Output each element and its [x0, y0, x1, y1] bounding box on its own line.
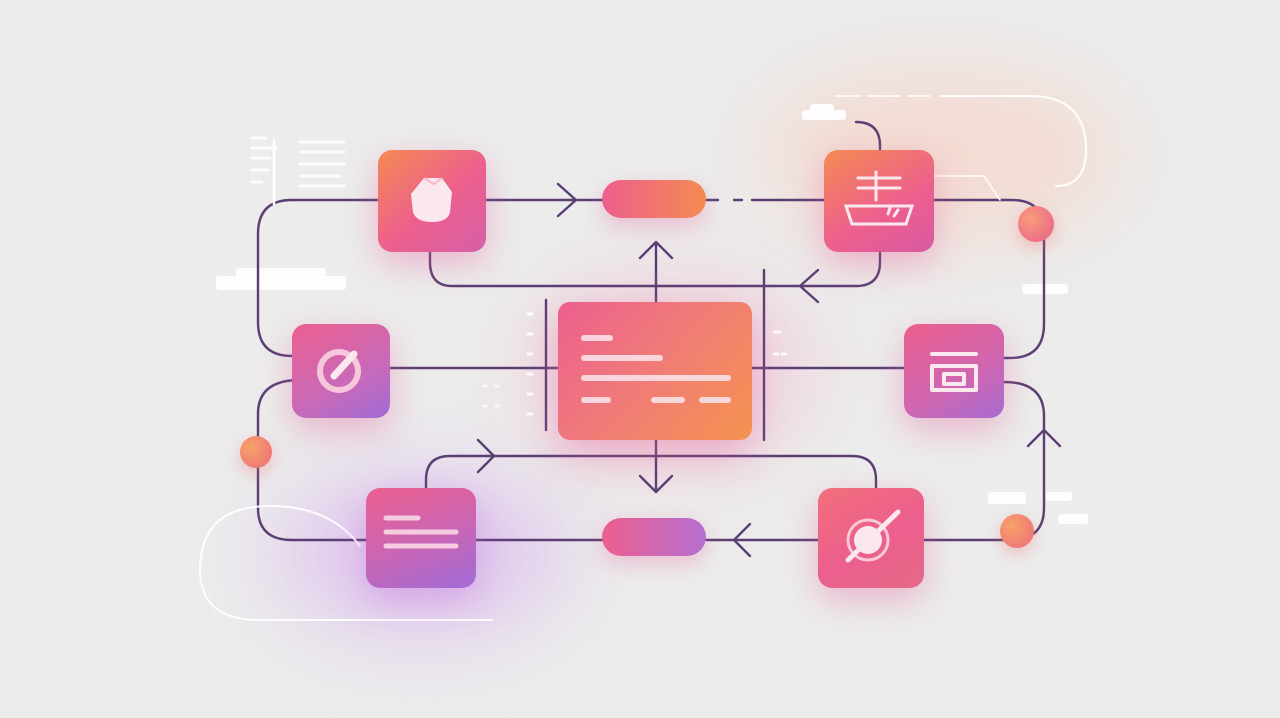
arrow-left-top-return [798, 268, 820, 304]
decor-arc-top-right [939, 95, 1088, 187]
printer-icon [930, 352, 978, 392]
placeholder-bar [988, 492, 1026, 504]
arrow-down-center [638, 474, 674, 494]
user-avatar-icon [411, 177, 452, 222]
arrow-up-right [1026, 428, 1062, 448]
decor-arc-bottom-left [198, 504, 493, 621]
connector-dot-bottom-right [1000, 514, 1034, 548]
connector-outer-right-upper [932, 198, 1046, 360]
node-mid-right[interactable] [904, 324, 1004, 418]
document-lines-icon [383, 515, 459, 549]
connector-bottom-upper [424, 454, 878, 490]
decor-step-right [933, 175, 1001, 201]
decor-marks-right [772, 330, 788, 356]
node-top-left[interactable] [378, 150, 486, 252]
connector-dot-top-right [1018, 206, 1054, 242]
disc-slash-icon [845, 509, 901, 563]
arrow-right-top [556, 182, 578, 218]
node-center-panel[interactable] [558, 302, 752, 440]
placeholder-bar [236, 268, 326, 278]
connector-dot-left [240, 436, 272, 468]
decor-dots-left [526, 312, 534, 416]
connector-outer-left-upper [256, 198, 382, 358]
background-glow-warm [760, 70, 1120, 240]
placeholder-bar [1046, 492, 1072, 501]
placeholder-bar [1058, 514, 1088, 524]
decor-dots-faint [482, 384, 500, 408]
connector-top-right-bump [854, 120, 882, 154]
node-mid-left[interactable] [292, 324, 390, 418]
arrow-right-bottom [476, 438, 496, 474]
node-bottom-left[interactable] [366, 488, 476, 588]
node-top-pill[interactable] [602, 180, 706, 218]
node-bottom-right[interactable] [818, 488, 924, 588]
node-top-right[interactable] [824, 150, 934, 252]
node-bottom-pill[interactable] [602, 518, 706, 556]
text-lines-icon [581, 335, 731, 403]
decor-text-block-left [250, 136, 346, 188]
target-icon [317, 349, 361, 393]
placeholder-bar [216, 276, 346, 290]
arrow-up-center [638, 240, 674, 260]
inbox-tray-icon [843, 170, 915, 226]
placeholder-bar [810, 104, 834, 112]
connector-top-return [428, 248, 882, 288]
arrow-left-bottom [732, 522, 752, 558]
placeholder-bar [802, 110, 846, 120]
